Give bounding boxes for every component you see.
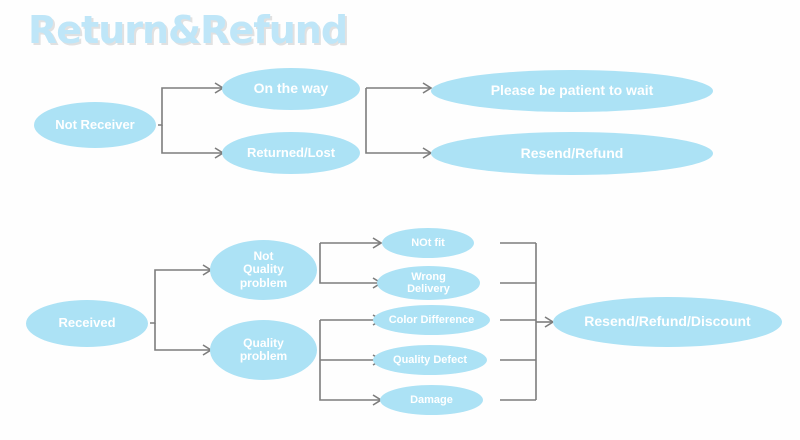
node-resend-refund[interactable]: Resend/Refund: [431, 132, 713, 175]
connector-received-branch: [150, 269, 210, 324]
connector-not-receiver-branch: [158, 87, 222, 126]
connector-not-quality-bracket: [319, 242, 380, 284]
connector-reasons-converge: [500, 242, 537, 401]
node-received[interactable]: Received: [26, 300, 148, 347]
node-not-quality-problem[interactable]: Not Quality problem: [210, 240, 317, 300]
node-quality-defect[interactable]: Quality Defect: [373, 345, 487, 375]
page-title: Return&Refund: [28, 8, 348, 52]
node-returned-lost[interactable]: Returned/Lost: [222, 132, 360, 174]
arrowhead-not-fit: [372, 237, 383, 249]
node-on-the-way[interactable]: On the way: [222, 68, 360, 110]
connector-quality-bracket: [319, 319, 380, 401]
node-wrong-delivery[interactable]: Wrong Delivery: [377, 266, 480, 300]
node-quality-problem[interactable]: Quality problem: [210, 320, 317, 380]
connector-not-receiver-to-returned: [161, 125, 222, 154]
node-damage[interactable]: Damage: [380, 385, 483, 415]
node-resend-refund-discount[interactable]: Resend/Refund/Discount: [553, 297, 782, 347]
node-please-be-patient-to-wait[interactable]: Please be patient to wait: [431, 70, 713, 112]
node-not-receiver[interactable]: Not Receiver: [34, 102, 156, 148]
node-color-difference[interactable]: Color Difference: [373, 305, 490, 335]
connector-stage2-bracket: [365, 87, 430, 154]
connector-received-to-quality-problem: [154, 323, 210, 351]
node-not-fit[interactable]: NOt fit: [382, 228, 474, 258]
